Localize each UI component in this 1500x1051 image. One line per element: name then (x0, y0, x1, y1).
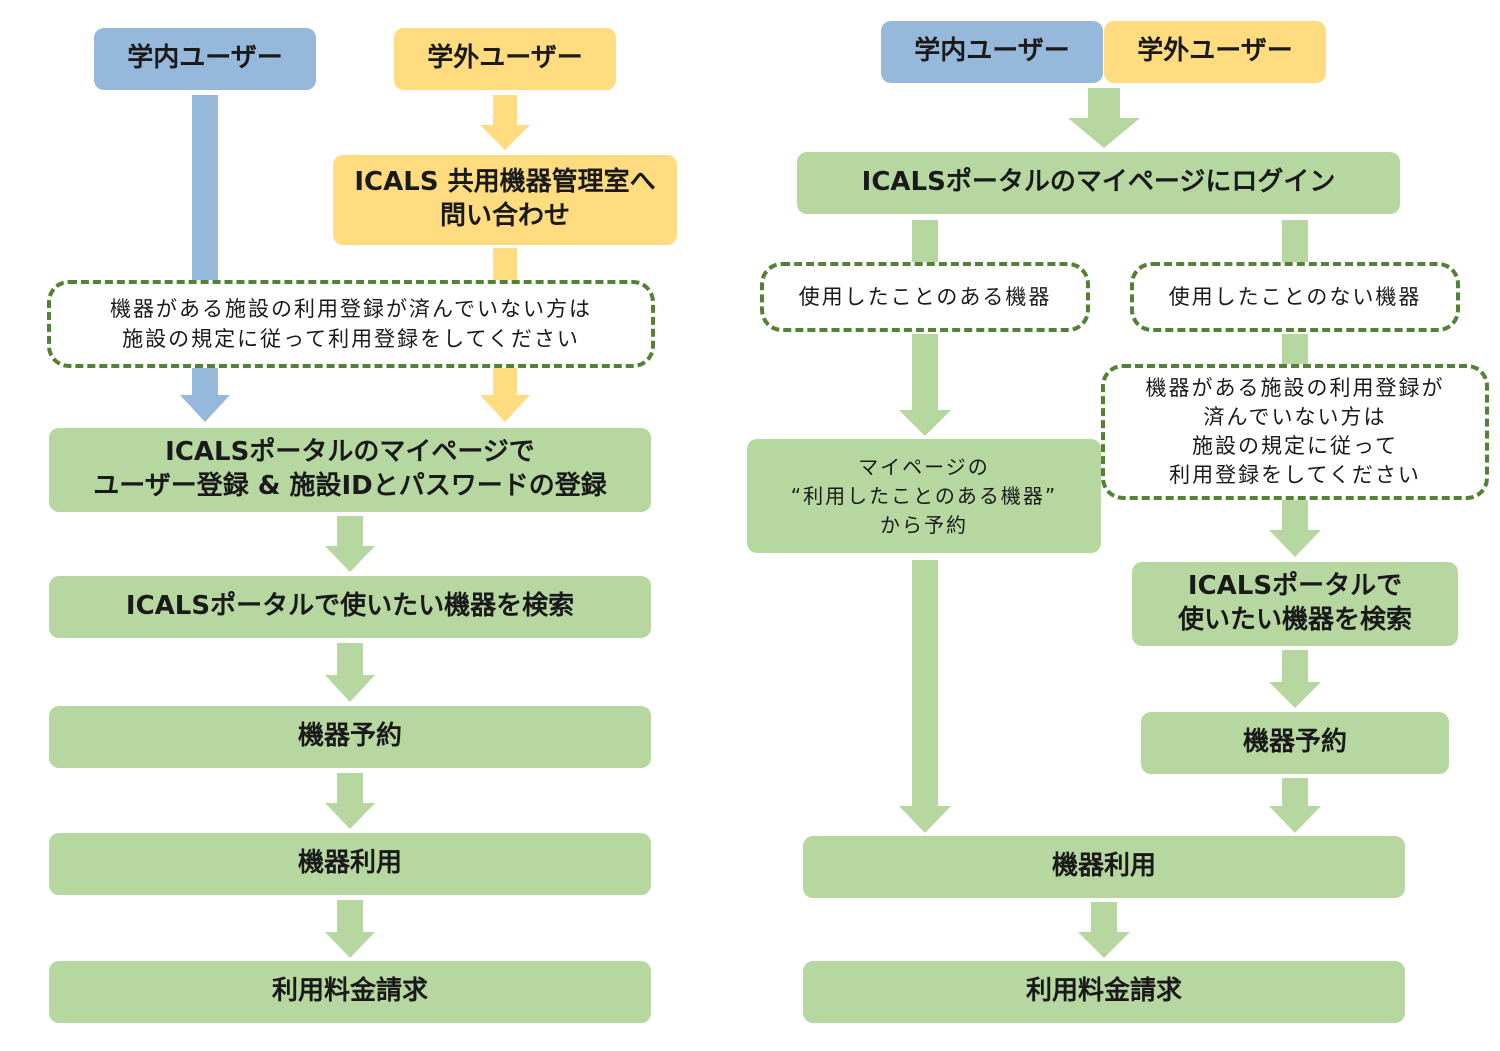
arrow-external-shaft-1 (493, 95, 517, 125)
right-reserve-step: 機器予約 (1141, 712, 1449, 774)
left-register-step: ICALSポータルのマイページで ユーザー登録 & 施設IDとパスワードの登録 (49, 428, 651, 512)
right-external-user: 学外ユーザー (1104, 21, 1326, 83)
left-search-step: ICALSポータルで使いたい機器を検索 (49, 576, 651, 638)
left-registration-note: 機器がある施設の利用登録が済んでいない方は 施設の規定に従って利用登録をしてくだ… (47, 280, 655, 368)
left-use-step: 機器利用 (49, 833, 651, 895)
left-external-user: 学外ユーザー (394, 28, 616, 90)
right-use-step: 機器利用 (803, 836, 1405, 898)
left-billing-step: 利用料金請求 (49, 961, 651, 1023)
right-internal-user: 学内ユーザー (881, 21, 1103, 83)
right-used-before-branch: 使用したことのある機器 (760, 262, 1090, 332)
left-internal-user: 学内ユーザー (94, 28, 316, 90)
left-reserve-step: 機器予約 (49, 706, 651, 768)
right-registration-note: 機器がある施設の利用登録が 済んでいない方は 施設の規定に従って 利用登録をして… (1101, 364, 1489, 500)
arrow-external-head-2 (480, 395, 530, 422)
arrow-external-head-1 (480, 125, 530, 150)
right-mypage-reserve-step: マイページの “利用したことのある機器” から予約 (747, 439, 1101, 553)
right-billing-step: 利用料金請求 (803, 961, 1405, 1023)
right-search-step: ICALSポータルで 使いたい機器を検索 (1132, 562, 1458, 646)
arrow-internal-head (180, 395, 230, 422)
left-inquiry-box: ICALS 共用機器管理室へ 問い合わせ (333, 155, 677, 245)
right-login-step: ICALSポータルのマイページにログイン (797, 152, 1400, 214)
right-never-used-branch: 使用したことのない機器 (1130, 262, 1460, 332)
